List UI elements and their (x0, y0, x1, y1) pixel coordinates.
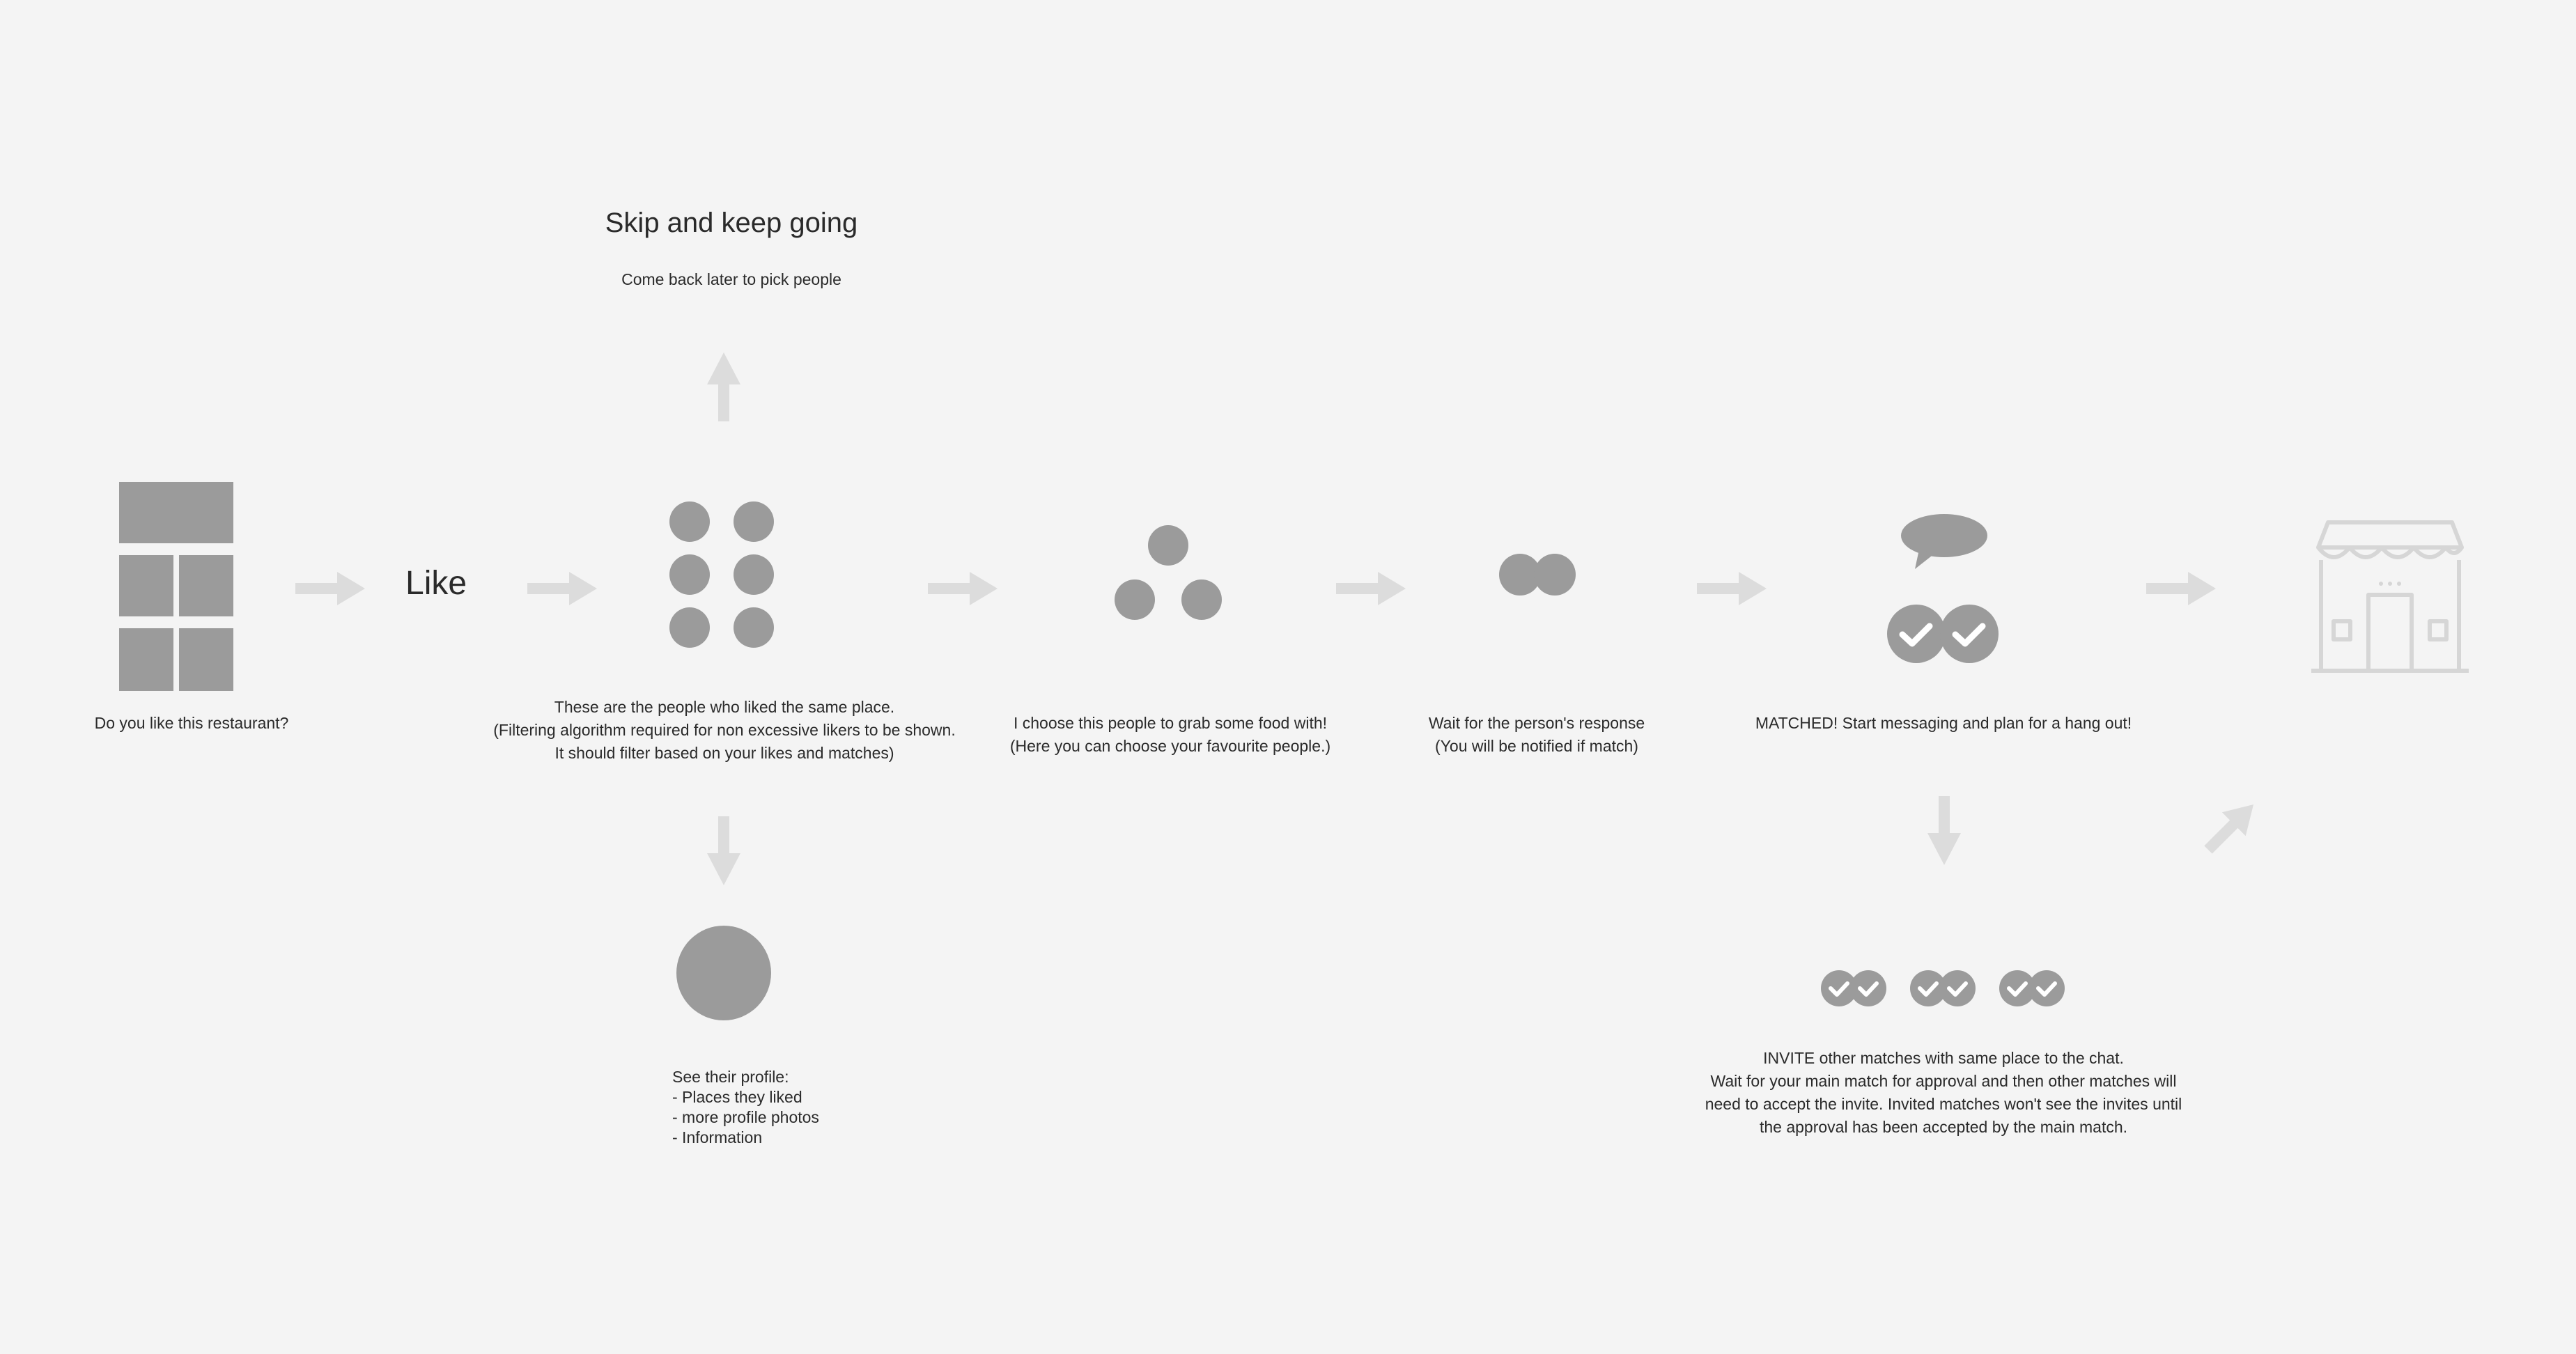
skip-title[interactable]: Skip and keep going (605, 208, 858, 238)
profile-avatar-icon[interactable] (676, 926, 771, 1020)
storefront-icon (2311, 520, 2469, 673)
like-label[interactable]: Like (405, 565, 467, 602)
arrow-down (707, 816, 740, 885)
restaurant-grid-icon (119, 482, 233, 691)
profile-caption: See their profile: - Places they liked -… (672, 1068, 819, 1146)
restaurant-caption: Do you like this restaurant? (94, 714, 289, 732)
arrow-right (295, 572, 365, 605)
choose-caption: I choose this people to grab some food w… (1009, 714, 1331, 755)
matched-caption: MATCHED! Start messaging and plan for a … (1755, 714, 2132, 732)
people-grid-icon (669, 501, 775, 649)
chat-bubble-icon (1901, 514, 1987, 569)
arrow-right (1697, 572, 1767, 605)
group-checks-icon (1821, 970, 2065, 1006)
people-caption: These are the people who liked the same … (493, 698, 956, 762)
arrow-diagonal (2204, 804, 2254, 854)
three-people-icon (1115, 525, 1223, 621)
arrow-right (2146, 572, 2216, 605)
arrow-right (527, 572, 597, 605)
double-check-icon (1887, 605, 1999, 663)
arrow-up (707, 352, 740, 421)
wait-caption: Wait for the person's response (You will… (1428, 714, 1645, 755)
arrow-down (1927, 796, 1961, 865)
arrow-right (928, 572, 998, 605)
arrow-right (1336, 572, 1406, 605)
skip-subtitle: Come back later to pick people (621, 270, 841, 288)
invite-caption: INVITE other matches with same place to … (1705, 1049, 2182, 1136)
pair-icon (1499, 554, 1577, 597)
